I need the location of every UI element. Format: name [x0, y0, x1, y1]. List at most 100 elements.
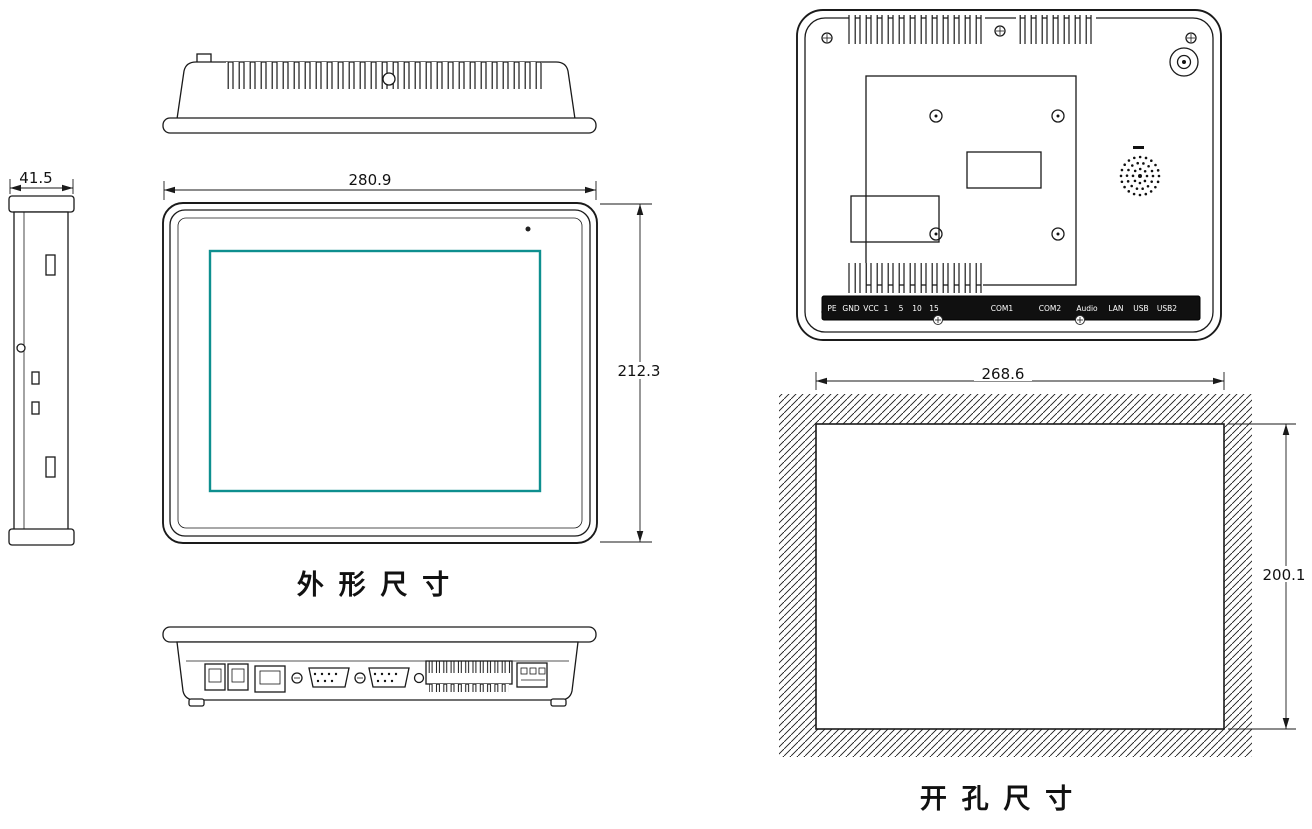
rj45-shell — [254, 665, 286, 693]
speaker-dot-ring — [1125, 161, 1155, 191]
vent-slats — [1016, 15, 1096, 44]
rj45-inner — [259, 670, 281, 685]
db9-shell — [308, 667, 350, 688]
front-view: 280.9 212.3 — [162, 171, 664, 544]
screw-hole — [382, 72, 396, 86]
usb-tongue — [231, 668, 245, 683]
screw-hole — [933, 315, 943, 325]
serial-port-com2 — [368, 667, 410, 688]
bottom-view — [162, 626, 597, 707]
serial-port-com1 — [308, 667, 350, 688]
rear-inner-outline — [804, 17, 1214, 333]
port-label: COM1 — [991, 304, 1014, 313]
dip-switch — [520, 667, 528, 675]
terminal-teeth — [429, 684, 509, 692]
dimension-overall-height: 212.3 — [600, 203, 664, 543]
vesa-mount-hole — [1051, 109, 1065, 123]
screw-hole — [354, 672, 366, 684]
port-label: USB2 — [1157, 304, 1177, 313]
port-label: GND — [842, 304, 859, 313]
cutout-title: 开 孔 尺 寸 — [920, 784, 1076, 814]
front-bezel-edge — [162, 117, 597, 134]
port-label: COM2 — [1039, 304, 1062, 313]
antenna-pin — [1182, 60, 1186, 64]
dimension-cutout-height: 200.1 — [1228, 423, 1310, 730]
port-label: LAN — [1108, 304, 1123, 313]
vesa-mount-hole — [929, 227, 943, 241]
speaker-dot — [1138, 174, 1142, 178]
front-face-edge — [177, 217, 583, 529]
usb-shell — [204, 663, 226, 691]
connector-strip — [821, 295, 1201, 321]
dip-switch-block — [516, 662, 548, 688]
cutout-view: 268.6 200.1 — [779, 365, 1310, 757]
dim-text-backing — [974, 366, 1032, 381]
dimension-depth: 41.5 — [9, 169, 74, 194]
rear-view: PE GND VCC 1 5 10 15 COM1 COM2 Audio LAN… — [796, 9, 1222, 341]
port-label: 5 — [899, 304, 904, 313]
power-led — [525, 226, 531, 232]
side-detail — [31, 371, 40, 385]
antenna-inner — [1176, 54, 1192, 70]
antenna-connector — [1169, 47, 1199, 77]
dimension-overall-width: 280.9 — [163, 171, 597, 200]
port-label: PE — [827, 304, 837, 313]
dip-switch — [529, 667, 537, 675]
dimension-height-text: 212.3 — [618, 362, 661, 380]
vesa-center — [934, 114, 938, 118]
vesa-mount-hole — [929, 109, 943, 123]
screw-hole — [1075, 315, 1085, 325]
dip-shell — [516, 662, 548, 688]
port-label: 1 — [884, 304, 889, 313]
mounting-hatch — [779, 394, 1252, 757]
port-label: 10 — [912, 304, 922, 313]
cutout-opening — [815, 423, 1225, 730]
speaker-dot-ring — [1131, 167, 1149, 185]
speaker-grille — [1119, 146, 1161, 197]
usb-tongue — [208, 668, 222, 683]
dimension-width-text: 280.9 — [349, 171, 392, 189]
vesa-center — [1056, 114, 1060, 118]
dimension-cutout-height-text: 200.1 — [1263, 566, 1306, 584]
mount-foot — [550, 698, 567, 707]
ethernet-port — [254, 665, 286, 693]
screw-hole — [994, 25, 1006, 37]
terminal-block — [425, 660, 513, 692]
vesa-mount-hole — [1051, 227, 1065, 241]
port-label: 15 — [929, 304, 939, 313]
vent-slats — [845, 15, 985, 44]
volume-mark — [1133, 146, 1144, 149]
screw-hole — [16, 343, 26, 353]
side-view: 41.5 — [8, 169, 75, 546]
side-detail — [31, 401, 40, 415]
usb-port — [204, 663, 226, 691]
top-view — [162, 53, 597, 134]
screw-hole — [1185, 32, 1197, 44]
dip-switch — [538, 667, 546, 675]
dimension-cutout-width-text: 268.6 — [982, 365, 1025, 383]
side-body — [13, 211, 69, 532]
port-label-strip: PE GND VCC 1 5 10 15 COM1 COM2 Audio LAN… — [821, 295, 1201, 325]
dimension-depth-text: 41.5 — [19, 169, 52, 187]
label-recess — [966, 151, 1042, 189]
dim-text-backing — [1258, 566, 1310, 582]
mount-slot — [45, 254, 56, 276]
vent-slats — [845, 263, 983, 293]
vesa-center — [1056, 232, 1060, 236]
side-bottom-cap — [8, 528, 75, 546]
screw-hole — [413, 672, 425, 684]
front-bezel-edge — [162, 626, 597, 643]
port-label: Audio — [1076, 304, 1098, 313]
dim-text-backing — [614, 362, 664, 379]
rear-outer-outline — [796, 9, 1222, 341]
mount-slot — [45, 456, 56, 478]
side-top-cap — [8, 195, 75, 213]
screen — [208, 249, 542, 493]
mount-foot — [188, 698, 205, 707]
screw-hole — [291, 672, 303, 684]
outline-title: 外 形 尺 寸 — [297, 570, 453, 600]
port-label: VCC — [863, 304, 879, 313]
dimension-cutout-width: 268.6 — [815, 365, 1225, 390]
screw-hole — [821, 32, 833, 44]
